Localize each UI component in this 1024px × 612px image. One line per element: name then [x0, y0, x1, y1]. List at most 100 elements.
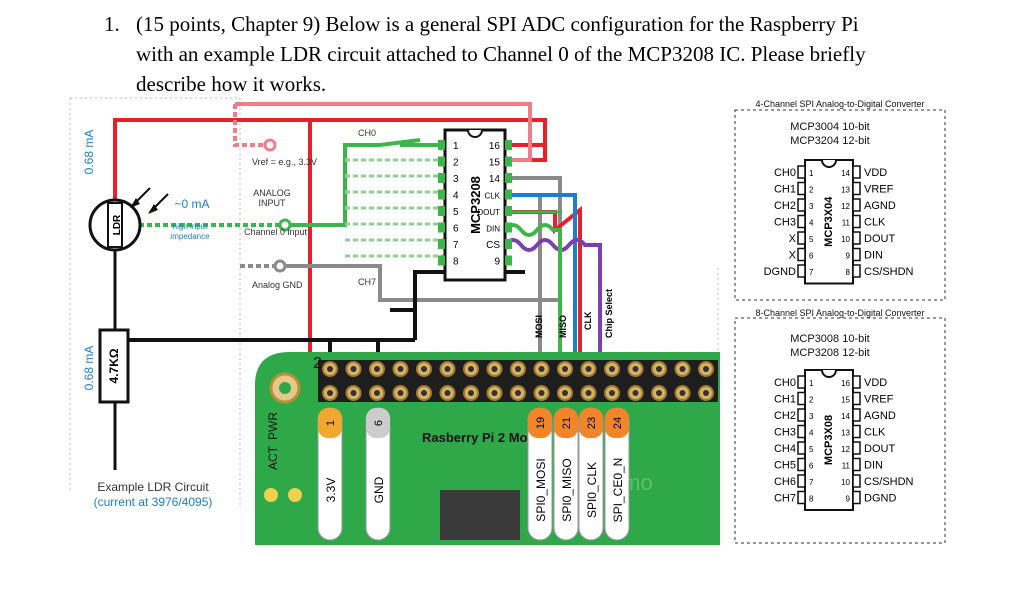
main-left-pin	[438, 140, 445, 150]
chip8-right-label: AGND	[864, 410, 896, 422]
mcp3208-chip: MCP3208	[443, 128, 507, 282]
main-left-pin-label: 2	[453, 158, 459, 169]
main-right-pin-label: 15	[489, 158, 501, 169]
chip4-left-label: CH0	[774, 167, 796, 179]
chip8-left-num: 5	[809, 445, 814, 454]
chip4-left-label: DGND	[764, 266, 796, 278]
chip4-body	[804, 159, 854, 285]
chip8-left-num: 2	[809, 396, 814, 405]
chip4-left-label: CH2	[774, 200, 796, 212]
pwr-led	[288, 488, 302, 502]
wire-agnd	[285, 176, 562, 302]
main-left-pin	[438, 255, 445, 266]
main-right-pin	[505, 140, 512, 150]
analog-gnd-label: Analog GND	[252, 280, 303, 290]
chip4-right-num: 11	[842, 219, 851, 228]
ch7-label: CH7	[358, 277, 376, 287]
pi-pin-tag: 13.3V	[317, 407, 343, 541]
pi-pin-number: 23	[586, 417, 598, 429]
chip8-model-2: MCP3208 12-bit	[790, 347, 870, 359]
chip4-right-num: 12	[841, 202, 850, 211]
wire-vref-pink	[235, 102, 532, 162]
gpio-pins	[322, 361, 714, 401]
chip8-left-label: CH2	[774, 410, 796, 422]
main-left-pin	[438, 239, 445, 249]
pwr-label: PWR	[266, 412, 280, 440]
current-bottom: 0.68 mA	[82, 346, 96, 391]
ldr-label: LDR	[112, 214, 123, 235]
main-left-pin	[438, 206, 445, 216]
chip4-name: MCP3X04	[823, 196, 835, 247]
main-left-pin-label: 5	[453, 207, 459, 218]
wire-vdd-ldr	[113, 118, 260, 200]
chip8-left-label: CH0	[774, 377, 796, 389]
main-left-pin-label: 3	[453, 174, 459, 185]
main-right-pin	[505, 206, 512, 216]
chip4-panel	[734, 109, 946, 301]
main-left-pin-label: 1	[453, 141, 459, 152]
chip4-left-label: X	[789, 233, 797, 245]
chip4-right-label: CLK	[864, 217, 886, 229]
chip8-left-label: CH1	[774, 394, 796, 406]
main-right-pin-label: DIN	[486, 225, 500, 234]
chip4-left-label: X	[789, 250, 797, 262]
ldr-caption-1: Example LDR Circuit	[97, 480, 209, 494]
pin-2-label: 2	[313, 355, 322, 372]
vref-label: Vref = e.g., 3.3V	[252, 157, 317, 167]
main-right-pin	[505, 189, 512, 200]
main-right-pin	[505, 173, 512, 183]
main-left-pin-label: 6	[453, 224, 459, 235]
chip4-left-label: CH1	[774, 184, 796, 196]
chip8-name: MCP3X08	[823, 415, 835, 465]
question-number: 1.	[104, 12, 120, 36]
chip8-panel	[734, 317, 946, 544]
chip8-right-label: DIN	[864, 460, 883, 472]
main-left-pin	[438, 156, 445, 167]
chip8-right-label: CS/SHDN	[864, 476, 914, 488]
chip4-right-label: DIN	[864, 250, 883, 262]
wire-other-channels	[345, 158, 445, 258]
main-right-pin-label: CS	[486, 240, 500, 251]
chip4-right-label: DOUT	[864, 233, 895, 245]
chip4-left-num: 3	[809, 202, 814, 211]
main-right-pin	[505, 255, 512, 266]
chip8-right-num: 14	[841, 412, 850, 421]
chip4-left-num: 5	[809, 235, 814, 244]
chip8-left-label: CH3	[774, 427, 796, 439]
chip8-right-num: 11	[842, 462, 851, 471]
wire-mosi-green	[503, 223, 562, 365]
chip4-left-num: 2	[809, 186, 814, 195]
chip4-right-num: 13	[841, 186, 850, 195]
main-left-pin-label: 7	[453, 240, 459, 251]
chip4-model-1: MCP3004 10-bit	[790, 121, 870, 133]
question-line-1: (15 points, Chapter 9) Below is a genera…	[136, 12, 859, 36]
agnd-terminal	[273, 259, 287, 273]
chip8-right-num: 15	[841, 396, 850, 405]
board-label: Rasberry Pi 2 Mod	[422, 430, 535, 445]
wire-ch0	[290, 138, 421, 227]
chip4-right-num: 9	[846, 252, 851, 261]
chip4-right-label: VREF	[864, 184, 894, 196]
resistor-label: 4.7KΩ	[107, 348, 121, 383]
main-left-pin-label: 4	[453, 191, 459, 202]
act-led	[264, 488, 278, 502]
chip8-left-num: 7	[809, 478, 814, 487]
main-chip-name: MCP3208	[468, 176, 483, 234]
chip8-right-num: 13	[841, 429, 850, 438]
pi-pin-number: 6	[373, 420, 385, 426]
chip4-right-num: 10	[841, 235, 850, 244]
main-right-pin	[505, 156, 512, 167]
wire-cs	[503, 238, 602, 365]
chip4-left-num: 1	[809, 169, 814, 178]
pi-pin-label: SPI0_MOSI	[534, 458, 548, 521]
chip4-title: 4-Channel SPI Analog-to-Digital Converte…	[755, 99, 924, 109]
pi-chip	[440, 490, 520, 540]
main-left-pin-label: 8	[453, 257, 459, 268]
question-line-2: with an example LDR circuit attached to …	[136, 42, 866, 66]
analog-input-label-2: INPUT	[259, 198, 287, 208]
